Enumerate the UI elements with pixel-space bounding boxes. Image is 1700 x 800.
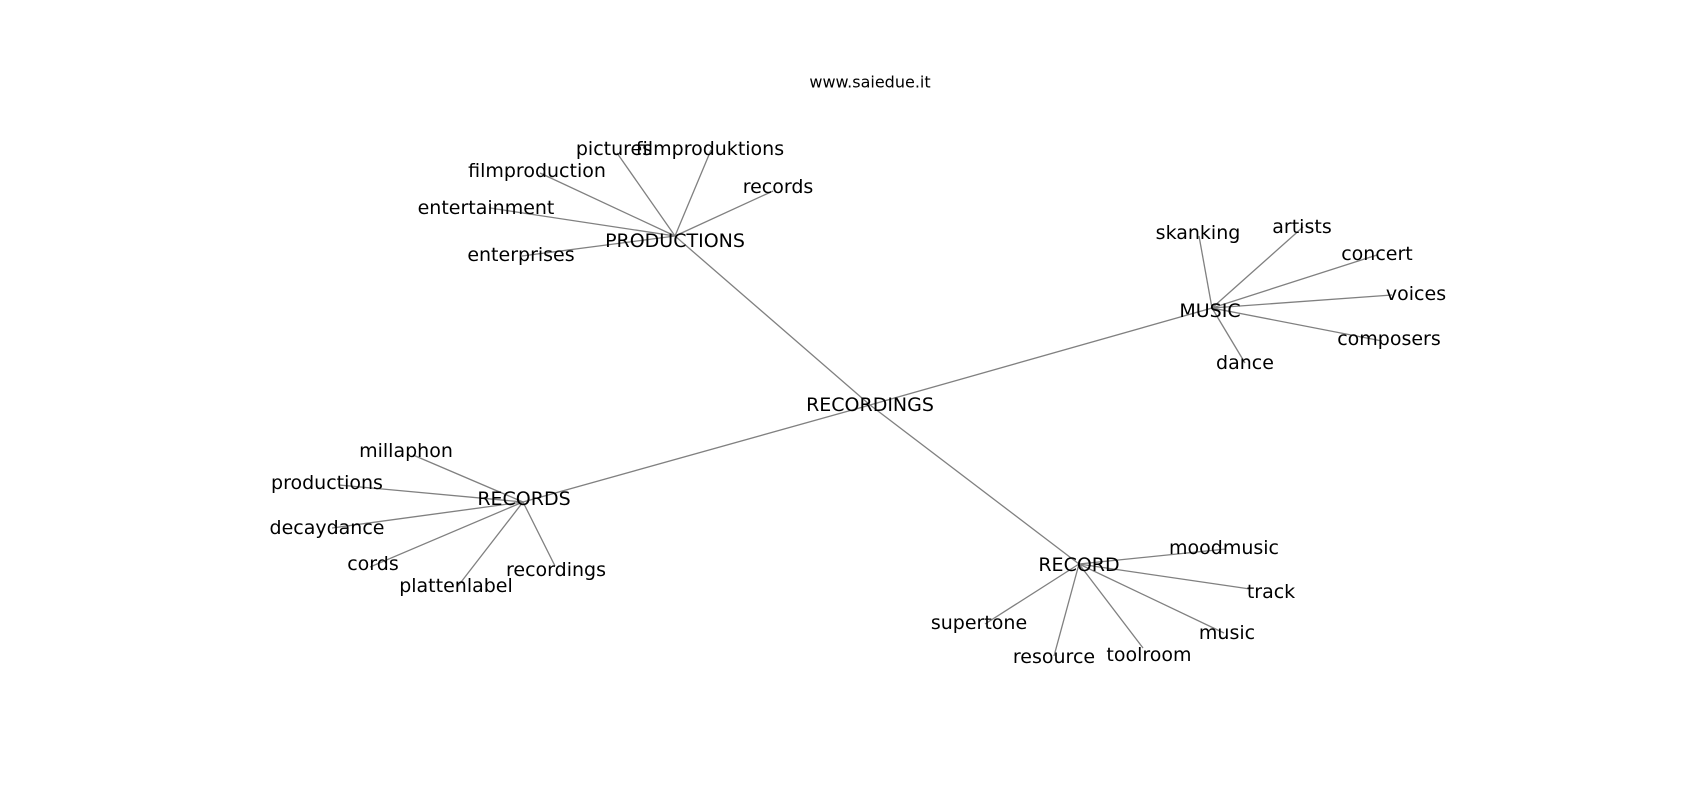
node-recordings: RECORDINGS [806,394,934,416]
edge-productions-entertainment [489,207,676,237]
graph-labels: www.saiedue.it RECORDINGS PRODUCTIONS pict… [270,73,1447,669]
edge-music-concert [1211,254,1378,309]
node-music: MUSIC [1179,300,1240,322]
edge-records-productions [338,484,524,503]
node-records-productions: productions [271,472,383,494]
node-productions-filmproduktions: filmproduktions [636,138,784,160]
node-record-moodmusic: moodmusic [1169,537,1279,559]
edge-root-record [869,404,1080,565]
site-watermark: www.saiedue.it [809,73,930,92]
edge-record-music [1078,563,1225,634]
edge-root-records [522,404,871,503]
node-productions-filmproduction: filmproduction [468,160,606,182]
node-record-resource: resource [1013,646,1095,668]
edge-productions-filmproduktions [674,149,712,237]
edge-records-recordings [522,501,556,567]
edge-root-productions [674,235,871,406]
edge-productions-filmproduction [539,172,676,237]
edge-music-skanking [1198,235,1213,309]
edge-productions-enterprises [521,235,676,257]
edge-records-millaphon [412,454,524,503]
node-music-concert: concert [1341,243,1413,265]
edge-record-supertone [984,563,1080,625]
edge-music-artists [1211,226,1304,309]
node-records: RECORDS [477,488,570,510]
edge-records-plattenlabel [457,501,524,587]
node-productions-pictures: pictures [576,138,652,160]
edge-record-resource [1053,563,1080,657]
node-records-cords: cords [347,553,399,575]
node-records-plattenlabel: plattenlabel [399,575,513,597]
edge-music-dance [1211,307,1246,364]
edge-music-voices [1211,294,1393,309]
node-productions-entertainment: entertainment [418,197,555,219]
edge-record-toolroom [1078,563,1144,649]
node-music-artists: artists [1272,216,1331,238]
node-record-supertone: supertone [931,612,1027,634]
node-music-voices: voices [1386,283,1446,305]
node-music-composers: composers [1337,328,1441,350]
node-record-music: music [1199,622,1255,644]
node-records-recordings: recordings [506,559,606,581]
edge-records-cords [369,501,524,568]
node-productions: PRODUCTIONS [605,230,745,252]
edge-root-music [869,307,1213,406]
node-record: RECORD [1038,554,1119,576]
node-music-skanking: skanking [1156,222,1241,244]
edge-record-moodmusic [1078,548,1227,565]
edge-record-track [1078,563,1251,590]
edge-music-composers [1211,307,1383,342]
edge-productions-records [674,190,774,237]
node-record-track: track [1247,581,1295,603]
node-record-toolroom: toolroom [1106,644,1191,666]
edge-records-decaydance [331,501,524,529]
node-productions-records: records [743,176,814,198]
graph-edges [331,149,1393,657]
node-records-decaydance: decaydance [270,517,385,539]
node-records-millaphon: millaphon [359,440,453,462]
node-productions-enterprises: enterprises [467,244,574,266]
node-music-dance: dance [1216,352,1274,374]
edge-productions-pictures [616,152,676,237]
